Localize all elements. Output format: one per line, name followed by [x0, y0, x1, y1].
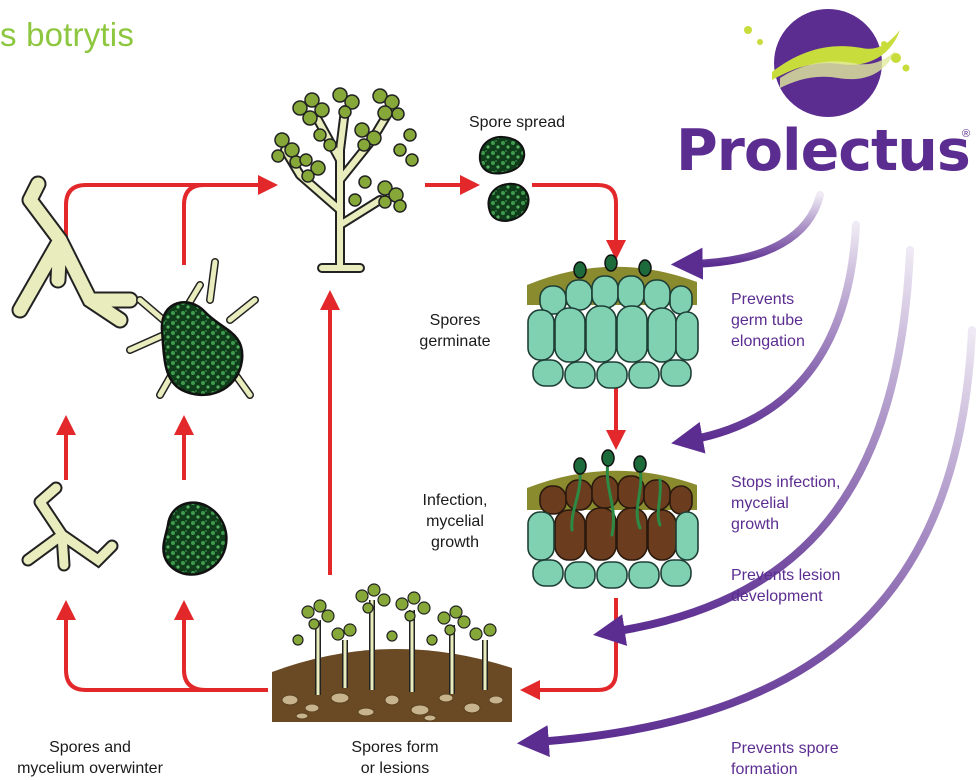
- label-prevents-lesion: Prevents lesion development: [731, 567, 841, 605]
- mycelium-large-icon: [11, 175, 139, 329]
- leaf-tissue-infection-icon: [527, 449, 699, 589]
- label-spores-germinate: Spores germinate: [419, 312, 491, 350]
- label-spores-form: Spores form or lesions: [351, 739, 439, 777]
- sclerotium-icon: [162, 501, 228, 576]
- registered-mark: ®: [962, 128, 971, 140]
- label-prevents-germ-tube: Prevents germ tube elongation: [731, 291, 805, 350]
- prolectus-logo-text: Prolectus: [676, 118, 971, 184]
- leaf-tissue-germinate-icon: [527, 254, 699, 389]
- sclerotium-mycelium-icon: [126, 258, 259, 399]
- label-prevents-spore-formation: Prevents spore formation: [731, 740, 839, 778]
- label-stops-infection: Stops infection, mycelial growth: [731, 474, 841, 533]
- page-title: s botrytis: [0, 16, 135, 53]
- cycle-arrows: [56, 175, 626, 700]
- spore-spread-icon: [478, 135, 530, 222]
- label-infection: Infection, mycelial growth: [422, 492, 488, 551]
- product-action-arrows: [516, 191, 976, 758]
- label-overwinter: Spores and mycelium overwinter: [17, 739, 163, 777]
- conidiophore-icon: [271, 87, 419, 273]
- prolectus-logo-icon: [744, 9, 910, 117]
- soil-sporulation-icon: [272, 583, 512, 722]
- mycelium-small-icon: [21, 481, 119, 572]
- label-spore-spread: Spore spread: [468, 114, 566, 131]
